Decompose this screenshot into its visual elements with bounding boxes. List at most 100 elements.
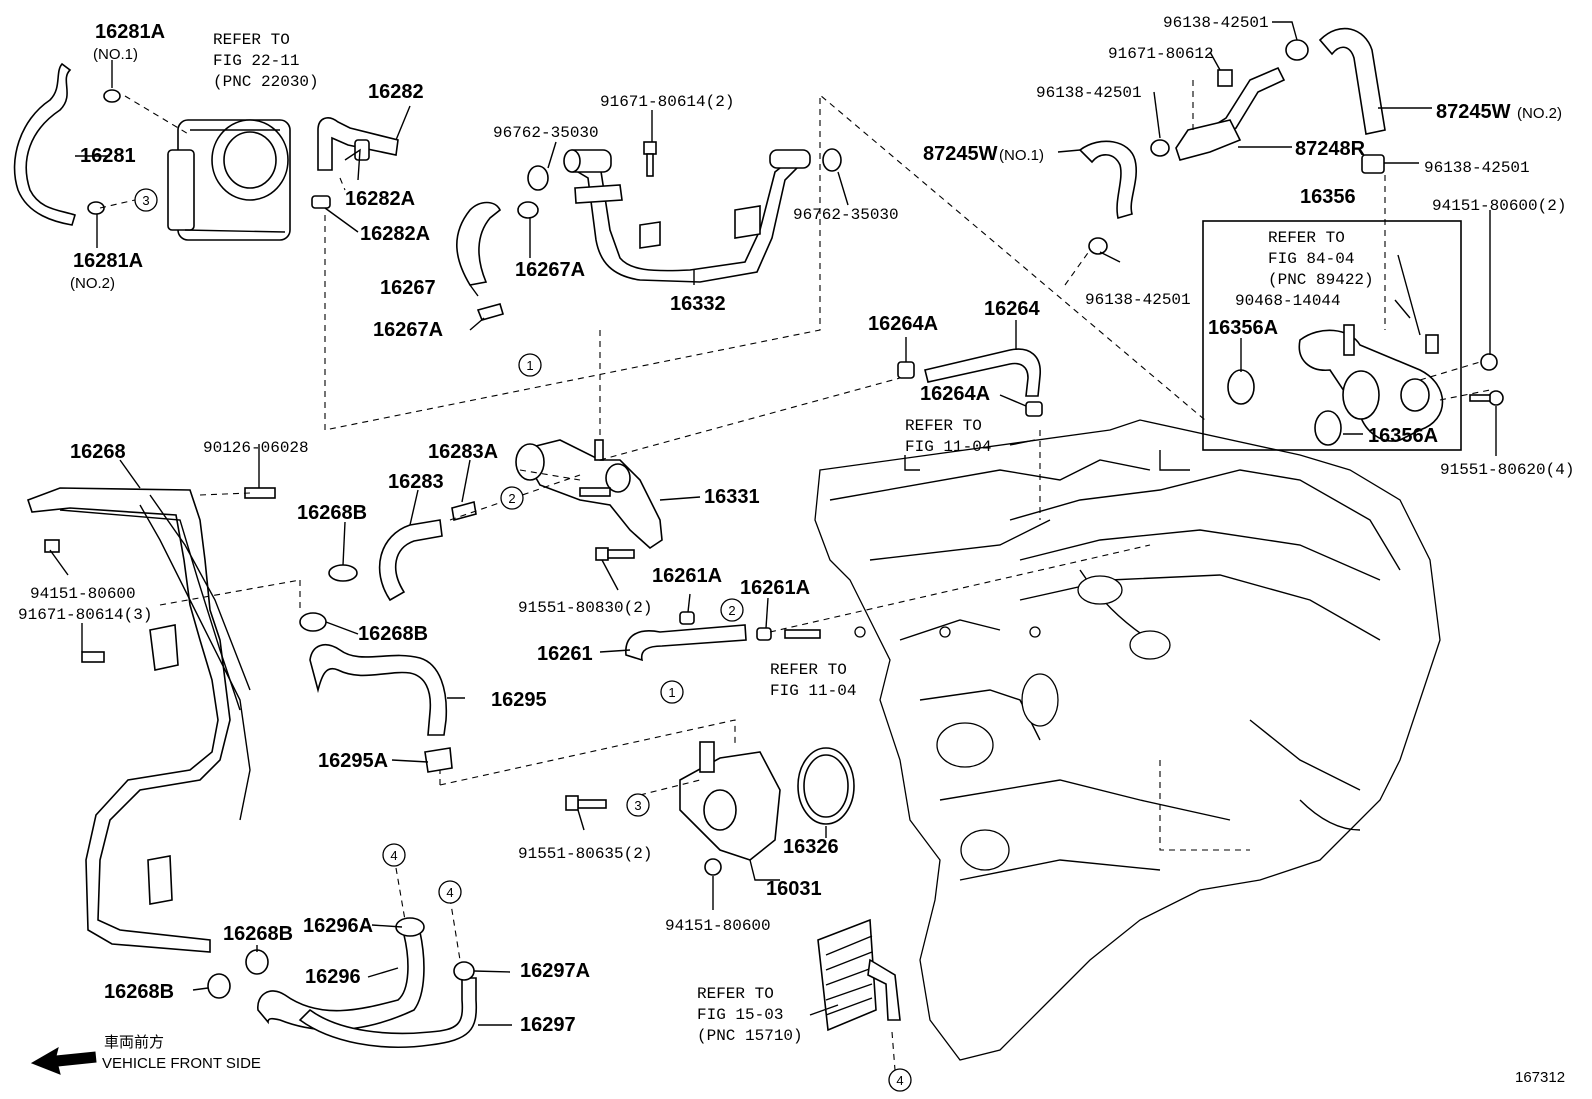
label-16281A-no1: 16281A bbox=[95, 21, 165, 43]
throttle-body bbox=[167, 119, 291, 241]
label-87245W-no1: 87245W bbox=[923, 143, 998, 165]
label-fig-11-04-b: FIG 11-04 bbox=[770, 682, 856, 700]
label-16296: 16296 bbox=[305, 966, 361, 988]
svg-text:2: 2 bbox=[508, 491, 515, 506]
water-outlet-box bbox=[1202, 220, 1462, 451]
label-refer-to-22-11: REFER TO bbox=[213, 31, 290, 49]
thermostat-housing bbox=[565, 741, 855, 876]
label-16268: 16268 bbox=[70, 441, 126, 463]
figure-number: 167312 bbox=[1515, 1069, 1565, 1086]
label-fig-11-04-a: FIG 11-04 bbox=[905, 438, 991, 456]
label-16261A-b: 16261A bbox=[740, 577, 810, 599]
label-87245W-no2: 87245W bbox=[1436, 101, 1511, 123]
label-16282: 16282 bbox=[368, 81, 424, 103]
label-16295: 16295 bbox=[491, 689, 547, 711]
bolt-91551-80830 bbox=[595, 547, 635, 561]
label-96762-35030-b: 96762-35030 bbox=[793, 206, 899, 224]
vehicle-front-arrow-icon bbox=[30, 1046, 97, 1075]
label-16264: 16264 bbox=[984, 298, 1040, 320]
label-16031: 16031 bbox=[766, 878, 822, 900]
label-refer-to-15-03: REFER TO bbox=[697, 985, 774, 1003]
label-16281: 16281 bbox=[80, 145, 136, 167]
label-91671-80614-3: 91671-80614(3) bbox=[18, 606, 152, 624]
label-16297A: 16297A bbox=[520, 960, 590, 982]
hose-87245W-no2 bbox=[1285, 27, 1386, 174]
label-96138-42501-b: 96138-42501 bbox=[1036, 84, 1142, 102]
label-91671-80614-2: 91671-80614(2) bbox=[600, 93, 734, 111]
label-96138-42501-a: 96138-42501 bbox=[1163, 14, 1269, 32]
label-16264A-a: 16264A bbox=[868, 313, 938, 335]
label-91551-80830-2: 91551-80830(2) bbox=[518, 599, 652, 617]
label-16295A: 16295A bbox=[318, 750, 388, 772]
label-16356A-b: 16356A bbox=[1368, 425, 1438, 447]
label-no1b: (NO.1) bbox=[999, 147, 1044, 164]
marker-4-a: 4 bbox=[382, 843, 406, 867]
label-16268B-a: 16268B bbox=[297, 502, 367, 524]
pipe-16332 bbox=[563, 149, 811, 283]
label-front-jp: 車両前方 bbox=[104, 1034, 164, 1051]
label-no2b: (NO.2) bbox=[1517, 105, 1562, 122]
label-94151-80600-b: 94151-80600 bbox=[665, 917, 771, 935]
label-96138-42501-c: 96138-42501 bbox=[1424, 159, 1530, 177]
label-94151-80600-2: 94151-80600(2) bbox=[1432, 197, 1566, 215]
label-refer-to-84-04: REFER TO bbox=[1268, 229, 1345, 247]
label-pnc-22030: (PNC 22030) bbox=[213, 73, 319, 91]
o-rings-96762 bbox=[527, 148, 842, 191]
marker-4-b: 4 bbox=[438, 880, 462, 904]
label-87248R: 87248R bbox=[1295, 138, 1366, 160]
label-16267: 16267 bbox=[380, 277, 436, 299]
marker-3-b: 3 bbox=[626, 793, 650, 817]
label-16283A: 16283A bbox=[428, 441, 498, 463]
label-fig-22-11: FIG 22-11 bbox=[213, 52, 299, 70]
label-fig-84-04: FIG 84-04 bbox=[1268, 250, 1354, 268]
label-16264A-b: 16264A bbox=[920, 383, 990, 405]
clamps-16268B bbox=[207, 564, 358, 999]
label-96138-42501-d: 96138-42501 bbox=[1085, 291, 1191, 309]
label-94151-80600-a: 94151-80600 bbox=[30, 585, 136, 603]
leader-lines bbox=[49, 21, 1497, 1026]
hose-16264 bbox=[897, 348, 1043, 417]
marker-2-a: 2 bbox=[500, 486, 524, 510]
label-16283: 16283 bbox=[388, 471, 444, 493]
engine-block bbox=[814, 419, 1441, 1061]
label-91671-80612: 91671-80612 bbox=[1108, 45, 1214, 63]
label-16332: 16332 bbox=[670, 293, 726, 315]
hose-16267 bbox=[456, 201, 539, 321]
hose-16282 bbox=[311, 117, 399, 209]
label-no1: (NO.1) bbox=[93, 46, 138, 63]
svg-text:1: 1 bbox=[526, 358, 533, 373]
pipe-87248R bbox=[1175, 66, 1286, 161]
hose-16281 bbox=[13, 62, 76, 226]
label-16297: 16297 bbox=[520, 1014, 576, 1036]
label-no2: (NO.2) bbox=[70, 275, 115, 292]
label-16267A-b: 16267A bbox=[373, 319, 443, 341]
nuts-bolts-right bbox=[1469, 353, 1504, 406]
svg-text:3: 3 bbox=[634, 798, 641, 813]
label-16356: 16356 bbox=[1300, 186, 1356, 208]
label-16261: 16261 bbox=[537, 643, 593, 665]
label-16281A-no2: 16281A bbox=[73, 250, 143, 272]
hose-16283 bbox=[378, 500, 477, 602]
hose-87245W-no1 bbox=[1078, 139, 1170, 255]
label-16261A-a: 16261A bbox=[652, 565, 722, 587]
label-16282A-b: 16282A bbox=[360, 223, 430, 245]
label-16268B-b: 16268B bbox=[358, 623, 428, 645]
label-91551-80620-4: 91551-80620(4) bbox=[1440, 461, 1574, 479]
svg-text:4: 4 bbox=[896, 1073, 903, 1088]
label-91551-80635-2: 91551-80635(2) bbox=[518, 845, 652, 863]
clamps-16281A bbox=[87, 89, 121, 215]
svg-text:4: 4 bbox=[390, 848, 397, 863]
label-90126-06028: 90126-06028 bbox=[203, 439, 309, 457]
label-pnc-15710: (PNC 15710) bbox=[697, 1027, 803, 1045]
marker-1-b: 1 bbox=[660, 680, 684, 704]
label-16268B-d: 16268B bbox=[104, 981, 174, 1003]
hose-16295 bbox=[309, 644, 453, 773]
label-16282A-a: 16282A bbox=[345, 188, 415, 210]
marker-4-c: 4 bbox=[888, 1068, 912, 1092]
pipe-16268 bbox=[26, 487, 251, 953]
marker-1-a: 1 bbox=[518, 353, 542, 377]
label-fig-15-03: FIG 15-03 bbox=[697, 1006, 783, 1024]
marker-3-a: 3 bbox=[134, 188, 158, 212]
